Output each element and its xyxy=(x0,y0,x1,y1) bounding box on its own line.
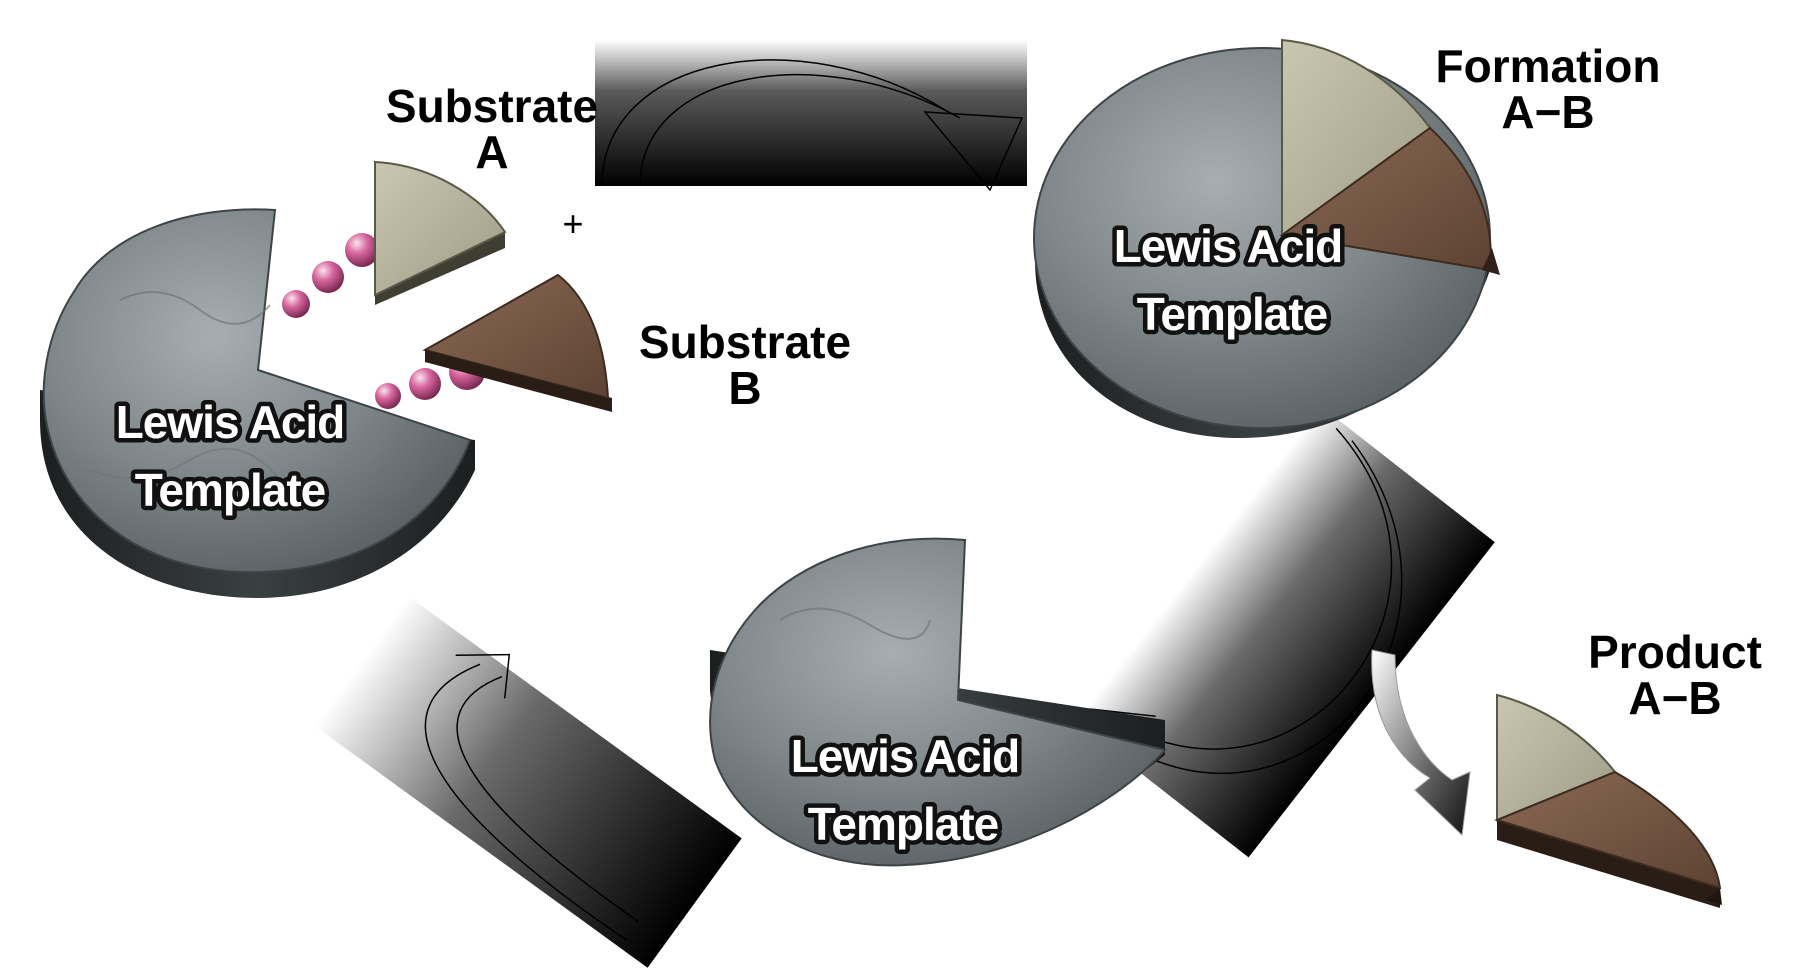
arrow-regeneration xyxy=(314,596,742,968)
label-product: Product A−B xyxy=(1588,626,1762,724)
arrow-product-release xyxy=(1371,649,1471,837)
lewis-acid-template-disk-bottom: Lewis Acid Template xyxy=(709,537,1167,867)
arrow-binding xyxy=(595,40,1027,192)
arrow-release xyxy=(1075,406,1495,858)
product-line2: A−B xyxy=(1628,672,1721,724)
substrate-b-line2: B xyxy=(728,362,761,414)
substrate-a-line1: Substrate xyxy=(386,80,598,132)
substrate-a-line2: A xyxy=(475,126,508,178)
label-formation: Formation A−B xyxy=(1436,40,1661,138)
template-label-bottom-line2: Template xyxy=(808,798,999,850)
template-label-left-line1: Lewis Acid xyxy=(116,396,345,448)
product-line1: Product xyxy=(1588,626,1762,678)
substrate-b-wedge xyxy=(422,273,612,412)
label-substrate-a: Substrate A xyxy=(386,80,598,178)
lewis-acid-template-disk-formation: Lewis Acid Template xyxy=(1033,38,1500,438)
plus-sign: + xyxy=(562,203,583,244)
formation-line2: A−B xyxy=(1501,86,1594,138)
label-substrate-b: Substrate B xyxy=(639,316,851,414)
template-label-formation-line1: Lewis Acid xyxy=(1114,220,1343,272)
product-ab-wedge xyxy=(1494,693,1722,908)
binding-site-beads-a xyxy=(282,233,379,318)
substrate-a-wedge xyxy=(374,160,507,305)
lewis-acid-template-disk-left: Lewis Acid Template xyxy=(40,208,475,598)
formation-line1: Formation xyxy=(1436,40,1661,92)
template-label-bottom-line1: Lewis Acid xyxy=(791,730,1020,782)
template-label-formation-line2: Template xyxy=(1137,288,1328,340)
substrate-b-line1: Substrate xyxy=(639,316,851,368)
template-label-left-line2: Template xyxy=(135,464,326,516)
